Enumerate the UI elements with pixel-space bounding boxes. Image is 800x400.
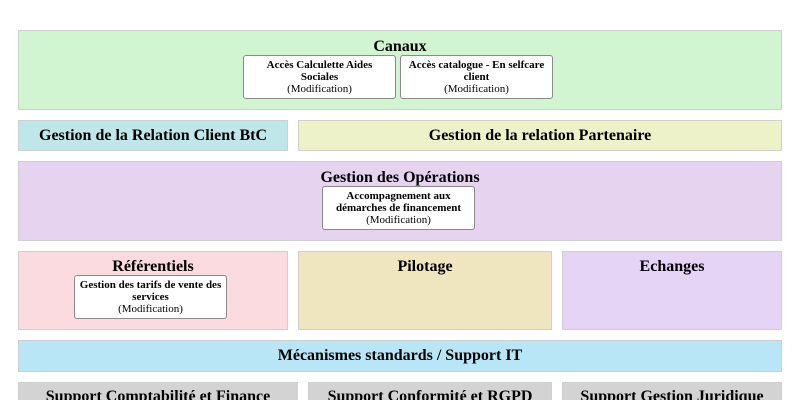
support-comptabilite-block: Support Comptabilité et Finance xyxy=(18,382,298,400)
support-juridique-block: Support Gestion Juridique xyxy=(562,382,782,400)
card-status: (Modification) xyxy=(444,83,509,95)
relation-partenaire-title: Gestion de la relation Partenaire xyxy=(428,126,652,144)
support-comptabilite-title: Support Comptabilité et Finance xyxy=(45,388,271,400)
card-acces-catalogue[interactable]: Accès catalogue - En selfcare client (Mo… xyxy=(400,55,553,99)
support-juridique-title: Support Gestion Juridique xyxy=(580,388,764,400)
mecanismes-block: Mécanismes standards / Support IT xyxy=(18,340,782,372)
referentiels-title: Référentiels xyxy=(112,258,194,275)
grc-btc-block: Gestion de la Relation Client BtC xyxy=(18,120,288,151)
operations-title: Gestion des Opérations xyxy=(320,169,480,186)
grc-btc-title: Gestion de la Relation Client BtC xyxy=(39,126,267,144)
card-name: Gestion des tarifs de vente des services xyxy=(79,279,222,303)
echanges-title: Echanges xyxy=(639,258,705,275)
support-conformite-title: Support Conformité et RGPD xyxy=(327,388,533,400)
pilotage-title: Pilotage xyxy=(397,258,453,275)
card-accompagnement-financement[interactable]: Accompagnement aux démarches de financem… xyxy=(322,186,475,230)
card-name: Accompagnement aux démarches de financem… xyxy=(335,190,462,214)
card-status: (Modification) xyxy=(366,214,431,226)
echanges-block: Echanges xyxy=(562,251,782,330)
card-status: (Modification) xyxy=(287,83,352,95)
card-acces-calculette[interactable]: Accès Calculette Aides Sociales (Modific… xyxy=(243,55,396,99)
card-name: Accès catalogue - En selfcare client xyxy=(408,59,545,83)
relation-partenaire-block: Gestion de la relation Partenaire xyxy=(298,120,782,151)
mecanismes-title: Mécanismes standards / Support IT xyxy=(277,347,523,364)
support-conformite-block: Support Conformité et RGPD xyxy=(308,382,552,400)
card-tarifs-vente[interactable]: Gestion des tarifs de vente des services… xyxy=(74,275,227,319)
card-name: Accès Calculette Aides Sociales xyxy=(266,59,373,83)
canaux-title: Canaux xyxy=(373,38,427,55)
card-status: (Modification) xyxy=(118,303,183,315)
pilotage-block: Pilotage xyxy=(298,251,552,330)
